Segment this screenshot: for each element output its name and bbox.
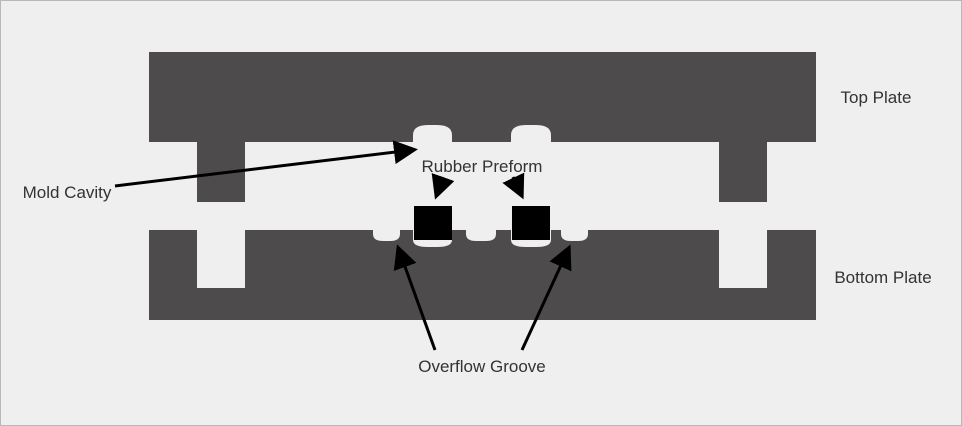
rubber-preform-left	[414, 206, 452, 240]
rubber-preform-label: Rubber Preform	[422, 157, 543, 176]
top-plate-label: Top Plate	[841, 88, 912, 107]
overflow-groove-center	[466, 229, 496, 241]
mold-cavity-top-right	[511, 125, 551, 143]
overflow-groove-right	[561, 229, 588, 241]
mold-cavity-arrow	[114, 140, 418, 188]
top-plate	[149, 52, 816, 202]
bottom-plate-left-socket	[197, 229, 245, 288]
overflow-groove-label: Overflow Groove	[418, 357, 546, 376]
mold-cavity-label: Mold Cavity	[23, 183, 112, 202]
top-plate-right-pin	[719, 140, 767, 202]
preform-arrow-left	[431, 173, 455, 200]
mold-cavity-top-left	[413, 125, 452, 143]
groove-arrow-left	[393, 244, 437, 351]
bottom-plate-label: Bottom Plate	[834, 268, 931, 287]
preform-arrow-right	[502, 172, 525, 200]
groove-arrow-right	[520, 244, 572, 351]
bottom-plate	[149, 229, 816, 320]
bottom-plate-right-socket	[719, 229, 767, 288]
rubber-preform-right	[512, 206, 550, 240]
overflow-groove-left	[373, 229, 400, 241]
